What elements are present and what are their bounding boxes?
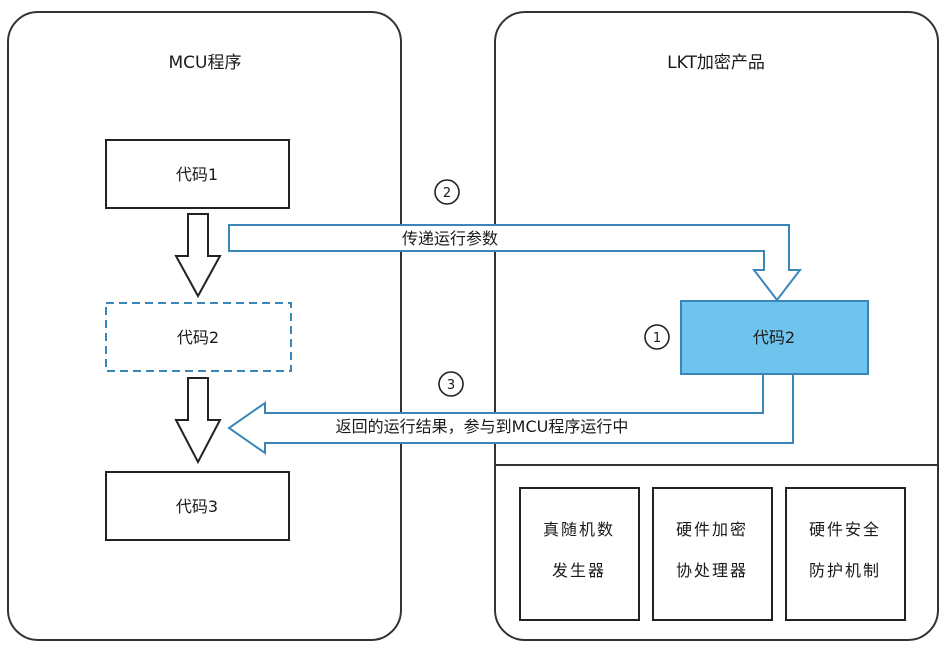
code-block-2-secure: 代码2: [680, 300, 869, 375]
step-marker-3: 3: [438, 371, 464, 397]
security-module-rng-line2: 发生器: [552, 561, 606, 580]
code-block-2-secure-label: 代码2: [753, 328, 795, 347]
code-block-1: 代码1: [105, 139, 290, 209]
security-module-rng-line1: 真随机数: [543, 520, 615, 539]
down-arrow-1: [174, 213, 222, 299]
step-marker-2: 2: [434, 179, 460, 205]
security-module-crypto: 硬件加密 协处理器: [652, 487, 773, 621]
code-block-3: 代码3: [105, 471, 290, 541]
code-block-3-label: 代码3: [176, 497, 218, 516]
step-marker-1: 1: [644, 324, 670, 350]
code-block-2-dashed: 代码2: [105, 302, 292, 372]
security-module-protection: 硬件安全 防护机制: [785, 487, 906, 621]
lkt-panel-title: LKT加密产品: [667, 53, 765, 73]
return-result-label: 返回的运行结果，参与到MCU程序运行中: [336, 417, 629, 436]
code-block-2-dashed-label: 代码2: [177, 328, 219, 347]
pass-params-arrow: [228, 224, 803, 302]
down-arrow-2: [174, 377, 222, 465]
security-module-protection-line1: 硬件安全: [809, 520, 881, 539]
return-result-arrow: [227, 373, 794, 455]
step-marker-3-label: 3: [447, 378, 455, 393]
security-module-crypto-line1: 硬件加密: [676, 520, 748, 539]
mcu-panel-title: MCU程序: [169, 53, 242, 73]
step-marker-1-label: 1: [653, 331, 661, 346]
pass-params-label: 传递运行参数: [402, 229, 498, 248]
security-module-crypto-line2: 协处理器: [676, 561, 748, 580]
code-block-1-label: 代码1: [176, 165, 218, 184]
security-module-protection-line2: 防护机制: [809, 561, 881, 580]
step-marker-2-label: 2: [443, 186, 451, 201]
security-module-rng: 真随机数 发生器: [519, 487, 640, 621]
